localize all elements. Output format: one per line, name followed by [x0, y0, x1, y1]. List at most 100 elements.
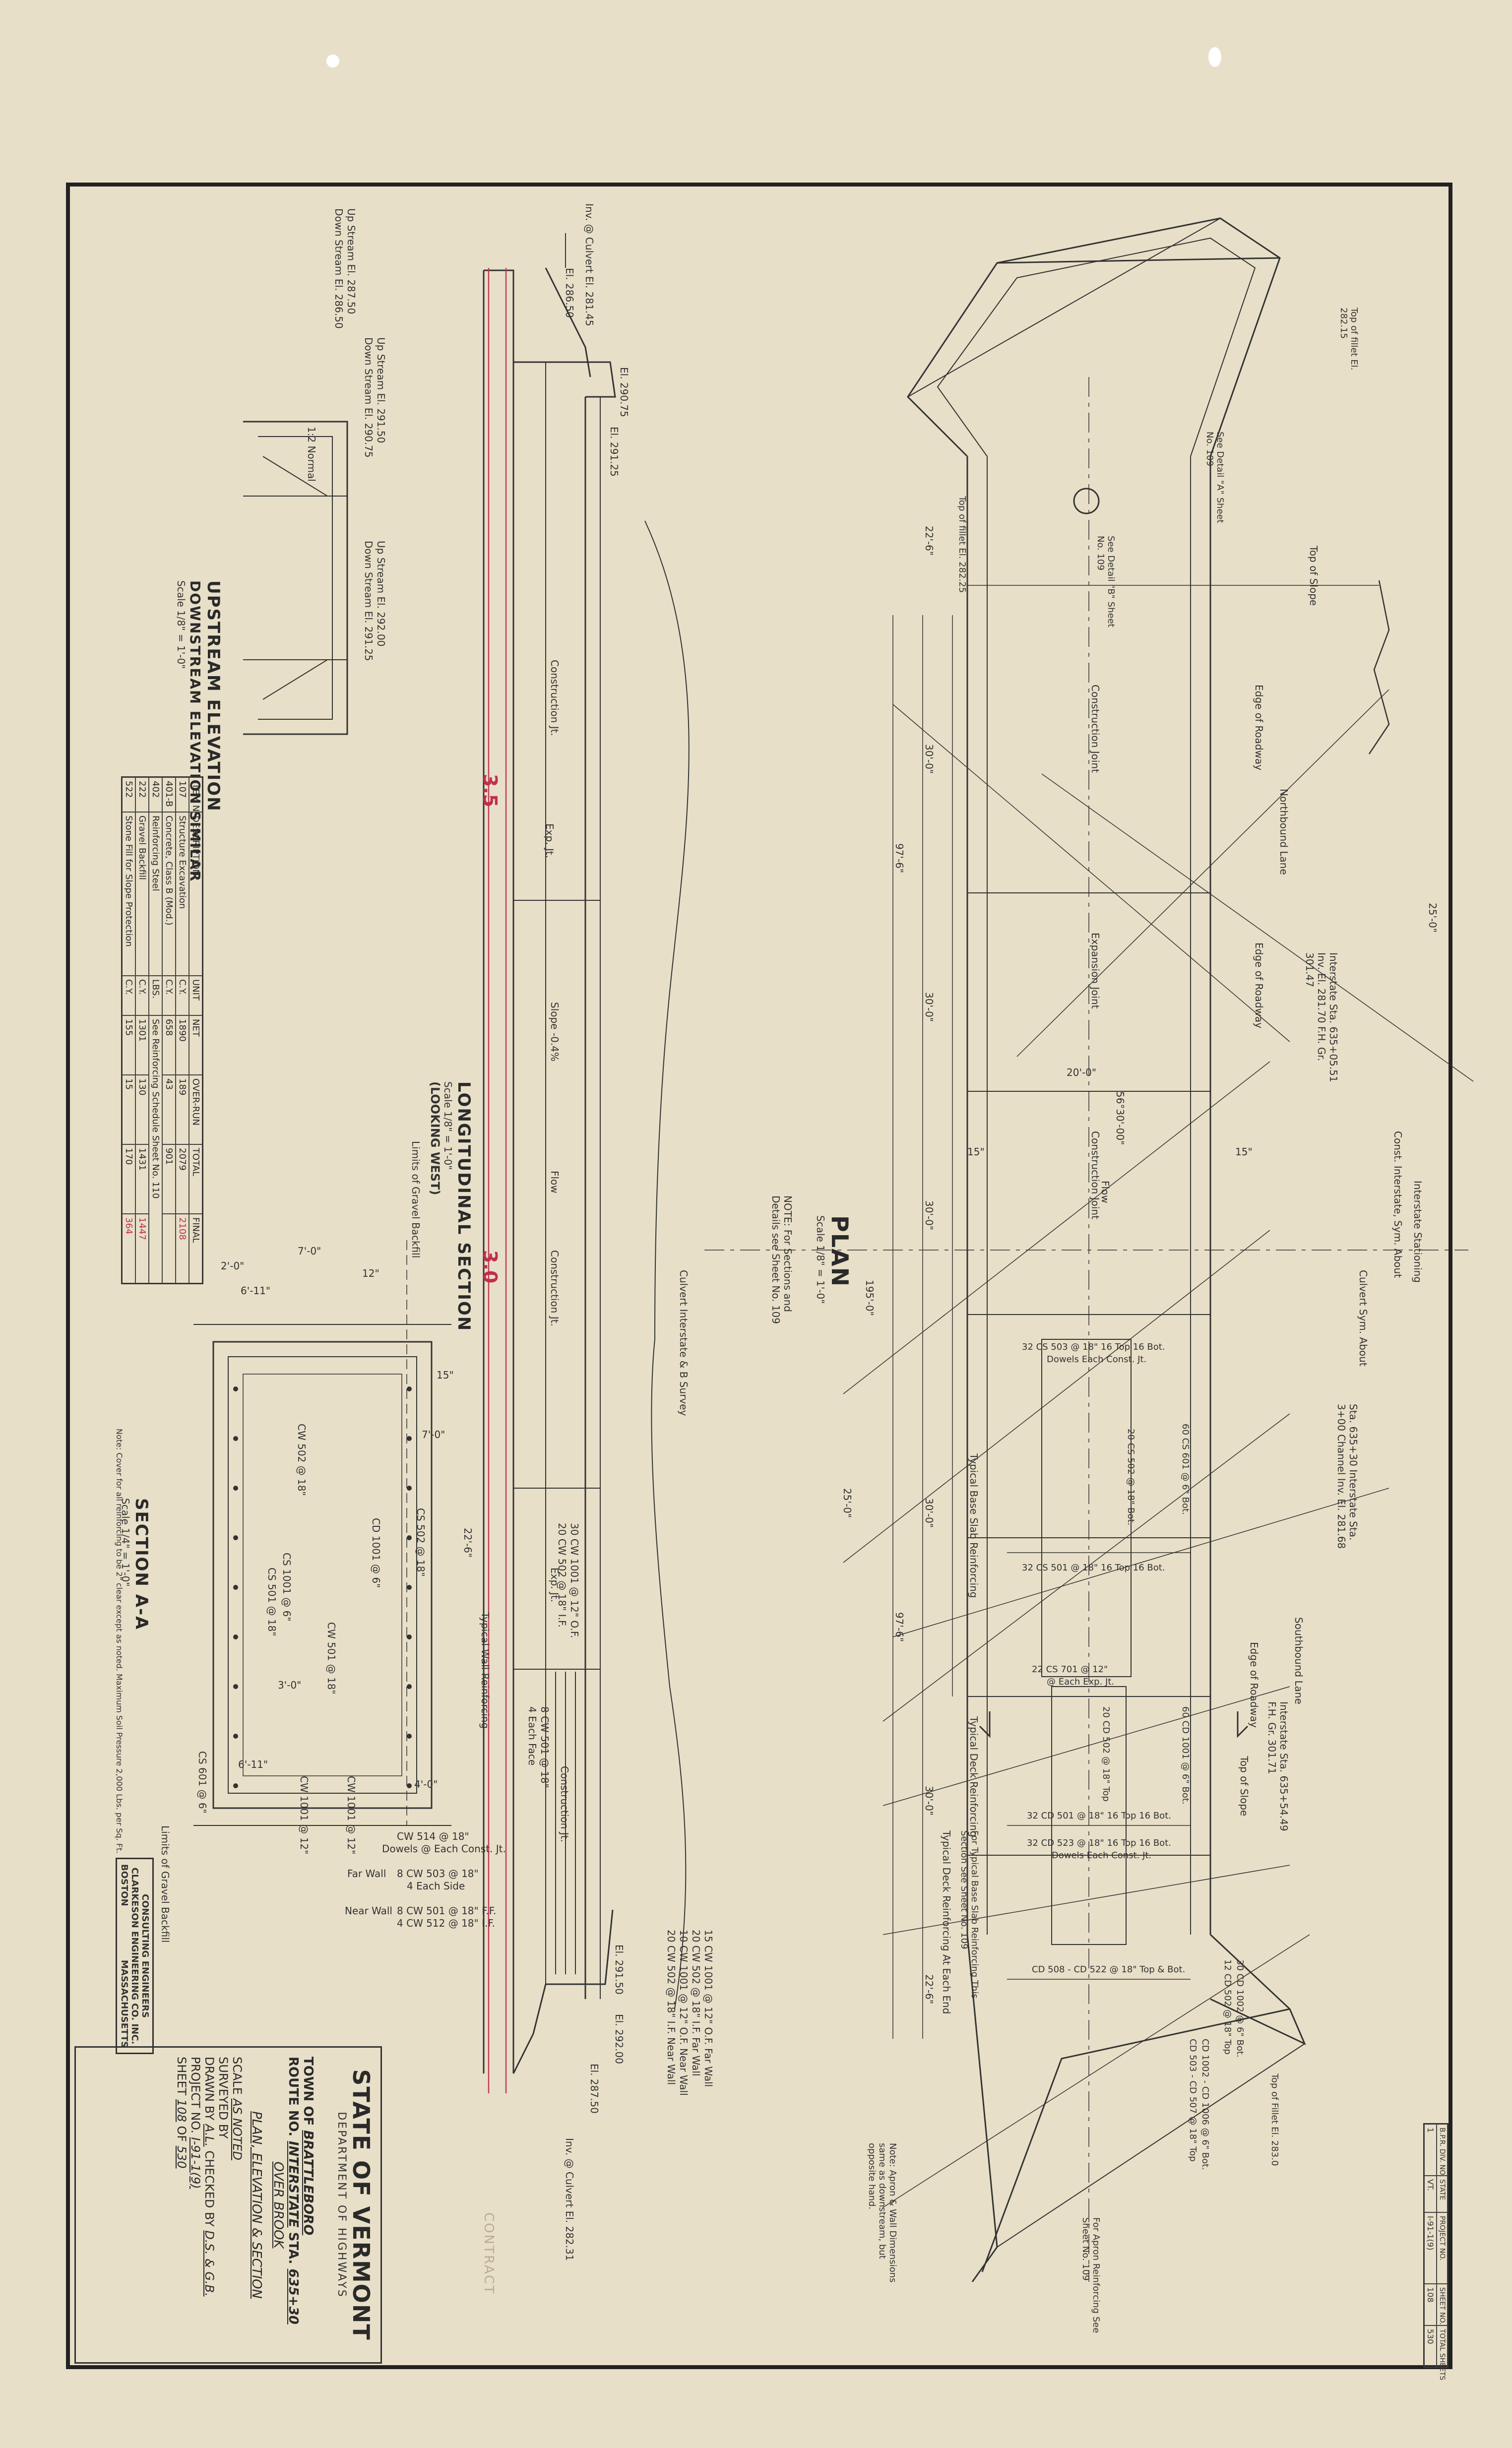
project-box-header: B.P.R. DIV. NO. [1437, 2124, 1448, 2177]
cell: 2079 [176, 1144, 189, 1214]
cell: 1431 [135, 1144, 149, 1214]
long-label: Typical Wall Reinforcing [479, 1612, 491, 1729]
upstream-slope-note: 1:2 Normal [306, 427, 317, 482]
plan-dim: 25'-0" [841, 1488, 853, 1518]
of-value: 530 [175, 2145, 189, 2169]
text: CD 1001 @ 6" [370, 1518, 382, 1588]
text: Top of Slope [1238, 1756, 1250, 1817]
plan-label: Expansion Joint [1089, 933, 1101, 1009]
longitudinal-title: LONGITUDINAL SECTION Scale 1/8" = 1'-0" … [428, 1081, 474, 1331]
section-aa-bar: CW 501 @ 18" [325, 1622, 337, 1695]
text: 25'-0" [1427, 903, 1439, 933]
text: Culvert Interstate & B Survey [678, 1270, 690, 1416]
text: El. 291.25 [608, 427, 620, 477]
scale-value: AS NOTED [230, 2098, 244, 2161]
text: El. 291.50 [613, 1945, 625, 1995]
plan-note-item: Top of Fillet El. 283.0 [1269, 2073, 1280, 2173]
plan-note-item: For Apron Reinforcing See Sheet No. 109 [1080, 2217, 1101, 2346]
upstream-elev-3: Up Stream El. 291.50 [375, 337, 387, 443]
plan-dim: 25'-0" [1427, 903, 1439, 933]
elev-text: Up Stream El. 291.50 [375, 337, 387, 443]
title-state: STATE OF VERMONT [348, 2069, 375, 2341]
cell: Gravel Backfill [135, 812, 149, 976]
text: Exp. Jt. [544, 823, 556, 858]
text: 25'-0" [841, 1488, 853, 1518]
table-row: 107 Structure Excavation C.Y. 1890 189 2… [176, 777, 189, 1283]
project-box: B.P.R. DIV. NO. 1 STATE VT. PROJECT NO. … [1423, 2123, 1449, 2380]
cell [162, 1214, 176, 1283]
long-label: Construction Jt. [549, 660, 561, 736]
red-mark-text: 3.0 [479, 1250, 501, 1284]
text: CS 1001 @ 6" [281, 1553, 293, 1622]
col-header: UNIT [189, 976, 202, 1015]
text: Typical Base Slab Reinforcing [968, 1453, 980, 1598]
section-aa-bar: CS 601 @ 6" [196, 1751, 208, 1814]
long-label: Culvert Interstate & B Survey [678, 1270, 690, 1416]
rebar-label: Dowels Each Const. Jt. [1052, 1850, 1152, 1861]
structure-value: OVER BROOK [271, 2161, 286, 2249]
text: Top of Slope [1308, 546, 1320, 606]
text: 12 CD 502 @ 18" Top [1222, 1959, 1233, 2055]
text: Flow [549, 1171, 561, 1193]
text: Southbound Lane [1293, 1617, 1305, 1704]
of-label: OF [175, 2126, 189, 2142]
section-aa-dim: 7'-0" [298, 1245, 321, 1257]
wall-label: Far Wall [347, 1868, 386, 1880]
long-elev: El. 291.50 [613, 1945, 625, 1995]
section-aa-gravel: Limits of Gravel Backfill [159, 1825, 171, 1943]
quantities-table: ITEM NO. DESCRIPTION UNIT NET OVER-RUN T… [121, 776, 203, 1284]
watermark-text: CONTRACT [481, 2212, 496, 2295]
cell: 901 [162, 1144, 176, 1214]
wall-label: 8 CW 503 @ 18" [397, 1868, 479, 1880]
section-aa-dim: 22'-6" [462, 1528, 474, 1558]
plan-label: Flow [1099, 1181, 1111, 1203]
text: 10 CW 1001 @ 12" O.F. Near Wall [678, 1930, 690, 2096]
plan-label: Construction Joint [1089, 1131, 1101, 1219]
project-box-value: 108 [1424, 2284, 1437, 2325]
plan-label: Interstate Sta. 635+54.49 F.H. Gr. 301.7… [1266, 1701, 1290, 1850]
section-aa-title: SECTION A-A Scale 1/4" = 1'-0" [120, 1498, 151, 1630]
rebar-label: 32 CD 501 @ 18" 16 Top 16 Bot. [1027, 1811, 1171, 1821]
section-aa-bar: CS 502 @ 18" [415, 1508, 427, 1577]
text: For Apron Reinforcing See Sheet No. 109 [1080, 2217, 1101, 2333]
text: Note: Apron & Wall Dimensions same as do… [867, 2143, 898, 2283]
rebar-dots [233, 1386, 412, 1788]
plan-note-item: Top of fillet El. 282.15 [1338, 308, 1359, 387]
wall-rebar: 30 CW 1001 @ 12" O.F. [568, 1523, 580, 1638]
text: Expansion Joint [1089, 933, 1101, 1009]
text: 97'-6" [893, 1612, 905, 1642]
wall-label: Near Wall [345, 1905, 392, 1917]
wall-rebar: 4 Each Face [526, 1706, 538, 1765]
title-department: DEPARTMENT OF HIGHWAYS [335, 2112, 348, 2298]
text: Typical Deck Reinforcing [968, 1716, 980, 1837]
project-box-header: PROJECT NO. [1437, 2212, 1448, 2284]
upstream-elev-1: Up Stream El. 287.50 [345, 208, 357, 314]
text: Top of Fillet El. 283.0 [1269, 2073, 1280, 2166]
long-label: Flow [549, 1171, 561, 1193]
section-aa-dim: 2'-0" [221, 1260, 245, 1272]
table-row: 522 Stone Fill for Slope Protection C.Y.… [122, 777, 135, 1283]
section-aa-dim: 4'-0" [414, 1778, 438, 1790]
text: Top of fillet El. 282.25 [957, 496, 967, 593]
surveyed-label: SURVEYED BY [216, 2057, 230, 2139]
rebar-label: 60 CD 1001 @ 6" Bot. [1180, 1706, 1191, 1805]
note-text: Note: Cover for all reinforcing to be 2"… [115, 1429, 124, 1854]
long-label: Inv. @ Culvert El. 281.45 [583, 203, 595, 326]
wall-rebar: 10 CW 1001 @ 12" O.F. Near Wall [678, 1930, 690, 2096]
plan-dim: 97'-6" [893, 1612, 905, 1642]
text: Construction Joint [1089, 1131, 1101, 1219]
col-header: OVER-RUN [189, 1075, 202, 1144]
project-box-header: TOTAL SHEETS [1437, 2325, 1448, 2380]
section-aa-bar: CW 1001 @ 12" [298, 1776, 310, 1854]
cell: Structure Excavation [176, 812, 189, 976]
plan-dim: 97'-6" [893, 843, 905, 873]
rebar-label: 20 CD 502 @ 18" Top [1101, 1706, 1111, 1802]
wall-label: 8 CW 501 @ 18" F.F. [397, 1905, 497, 1917]
cell: 222 [135, 777, 149, 812]
rebar-label: 32 CS 503 @ 18" 16 Top 16 Bot. [1022, 1342, 1165, 1352]
long-elev: El. 287.50 [588, 2064, 600, 2114]
wall-rebar: 8 CW 501 @ 18" [539, 1706, 551, 1788]
longitudinal-sub: (LOOKING WEST) [428, 1081, 442, 1195]
text: Construction Jt. [549, 1250, 561, 1326]
